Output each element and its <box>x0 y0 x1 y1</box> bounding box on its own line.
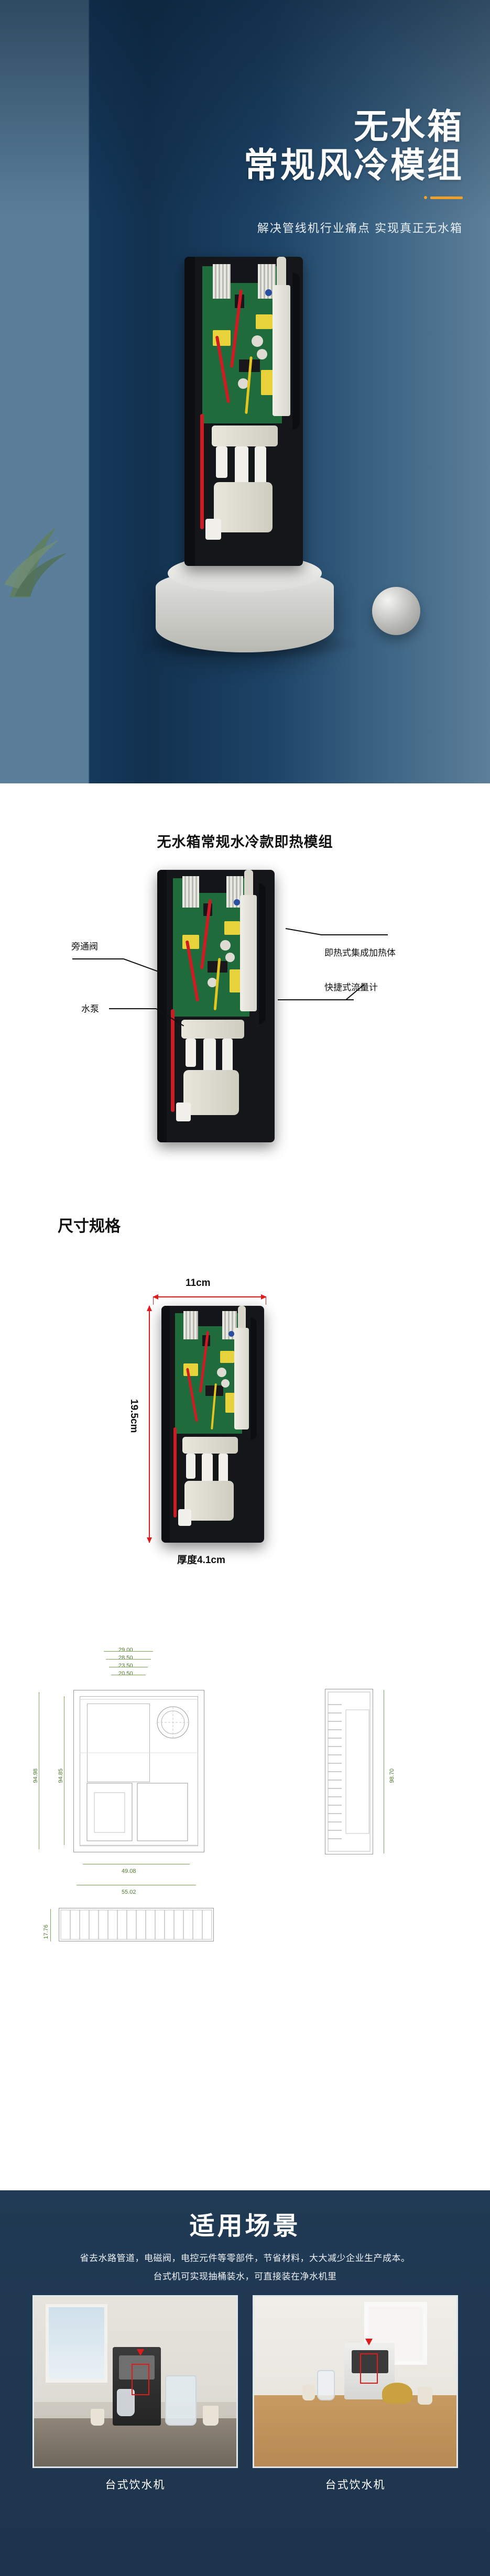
decor-pot <box>382 2383 412 2404</box>
cad-side-view-outline <box>325 1689 373 1854</box>
callout-flow-meter-label: 快捷式流量计 <box>324 983 378 992</box>
hero-background-overlay <box>0 0 490 220</box>
callout-bypass-valve-leader-diagonal <box>123 958 162 974</box>
callout-water-pump-leader <box>109 1008 156 1009</box>
scenario-cards: 台式饮水机 台式饮水机 <box>32 2295 458 2492</box>
callout-bypass-valve-label: 旁通阀 <box>71 942 98 952</box>
hero-accent-divider <box>424 196 463 199</box>
cad-top-dim-1: 29.00 <box>118 1647 133 1653</box>
cad-bottom-view-details <box>60 1909 212 1940</box>
callout-heater-leader-diagonal <box>285 928 322 936</box>
scenarios-title: 适用场景 <box>189 2212 301 2240</box>
diagram-section-title: 无水箱常规水冷款即热模组 <box>157 834 333 850</box>
cad-top-dim-4: 20.50 <box>118 1671 133 1677</box>
cad-left-dim-inner: 94.85 <box>58 1769 64 1783</box>
cad-top-dim-2: 28.50 <box>118 1655 133 1661</box>
product-module-photo <box>184 257 303 566</box>
scenario-image-1 <box>32 2295 238 2468</box>
cad-front-view-inner <box>80 1696 198 1846</box>
product-diagram-image <box>157 870 283 1142</box>
callout-flow-meter-leader <box>278 999 354 1000</box>
cad-top-dim-3: 23.50 <box>118 1663 133 1669</box>
width-dimension-arrow <box>153 1294 267 1300</box>
callout-heater-leader <box>321 934 388 935</box>
scenario-card[interactable]: 台式饮水机 <box>253 2295 458 2492</box>
callout-water-pump-label: 水泵 <box>81 1004 99 1014</box>
cad-top-dimline-2 <box>106 1659 151 1660</box>
accent-dot-icon <box>424 196 427 199</box>
width-tick-left <box>153 1296 154 1305</box>
highlight-box-2 <box>360 2353 378 2384</box>
height-dimension-label: 19.5cm <box>128 1399 139 1433</box>
highlight-arrow-2 <box>365 2339 373 2345</box>
plant-leaf-decoration <box>4 527 67 597</box>
width-dimension-label: 11cm <box>186 1278 211 1289</box>
cad-left-dim-outer: 94.98 <box>32 1769 39 1783</box>
scenario-caption: 台式饮水机 <box>325 2479 386 2491</box>
scenarios-section: 适用场景 省去水路管道，电磁阀，电控元件等零部件，节省材料，大大减少企业生产成本… <box>0 2190 490 2576</box>
cad-side-view-details <box>328 1691 371 1852</box>
hero-subtitle: 解决管线机行业痛点 实现真正无水箱 <box>257 222 463 235</box>
cad-front-view-details <box>80 1699 198 1846</box>
decorative-sphere <box>372 587 420 635</box>
hero-title-line1: 无水箱 <box>354 107 464 146</box>
thickness-dimension-label: 厚度4.1cm <box>177 1555 225 1566</box>
cad-front-view-outline <box>73 1690 204 1852</box>
hero-title-line2: 常规风冷模组 <box>244 145 464 184</box>
hero-title: 无水箱 常规风冷模组 <box>97 107 464 185</box>
cad-front-view-pcb-area <box>87 1704 150 1782</box>
cad-right-dim: 98.70 <box>389 1769 395 1783</box>
callout-heater-label: 即热式集成加热体 <box>324 948 396 958</box>
cad-bottom-dim-3: 17.76 <box>43 1925 49 1939</box>
callout-bypass-valve-leader <box>72 958 124 959</box>
labeled-diagram-section: 无水箱常规水冷款即热模组 <box>0 783 490 1182</box>
height-dimension-arrow <box>147 1305 152 1543</box>
dimensions-product-image <box>161 1306 264 1543</box>
scenario-caption: 台式饮水机 <box>105 2479 166 2491</box>
technical-drawing-section: 29.00 28.50 23.50 20.50 94.98 94.85 98.7… <box>0 1638 490 2190</box>
scenarios-description-line1: 省去水路管道，电磁阀，电控元件等零部件，节省材料，大大减少企业生产成本。 <box>80 2253 410 2263</box>
highlight-arrow-1 <box>137 2349 144 2356</box>
dimensions-diagram: 11cm 19.5cm <box>128 1273 288 1577</box>
cad-bottom-view-outline <box>59 1908 214 1941</box>
cad-bottom-dimline-3 <box>50 1909 51 1941</box>
cad-bottom-dim-1: 49.08 <box>122 1868 136 1874</box>
dimensions-section: 尺寸规格 11cm 19.5cm <box>0 1182 490 1638</box>
highlight-box-1 <box>132 2364 149 2395</box>
dimensions-section-title: 尺寸规格 <box>58 1218 121 1235</box>
hero-banner: 无水箱 常规风冷模组 解决管线机行业痛点 实现真正无水箱 <box>0 0 490 783</box>
hero-product-stage <box>0 225 490 783</box>
accent-bar-icon <box>430 196 463 199</box>
scenario-image-2 <box>253 2295 458 2468</box>
scenario-card[interactable]: 台式饮水机 <box>32 2295 238 2492</box>
cad-bottom-dim-2: 55.02 <box>122 1889 136 1895</box>
cad-top-dimline-1 <box>104 1651 153 1652</box>
scenarios-description-line2: 台式机可实现抽桶装水，可直接装在净水机里 <box>153 2272 337 2282</box>
